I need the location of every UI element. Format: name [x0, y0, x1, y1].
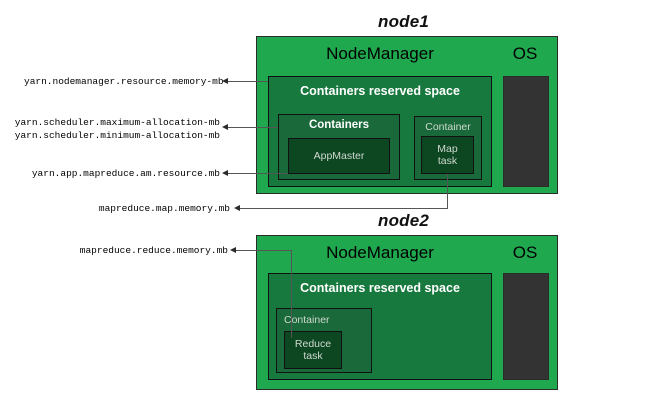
leader-line-map-memory-mb-horizontal: [240, 208, 448, 209]
node2-reserved-space-label: Containers reserved space: [300, 281, 460, 295]
label-am-resource-mb: yarn.app.mapreduce.am.resource.mb: [31, 168, 220, 179]
node1-os-box: [503, 76, 549, 187]
node2-reduce-task-box: [284, 331, 342, 369]
node2-reduce-task-label: Reduce task: [284, 338, 342, 362]
node2-nodemanager-label: NodeManager: [326, 243, 434, 262]
leader-line-reduce-memory-mb-horizontal: [236, 250, 292, 251]
node2-container-label: Container: [284, 314, 330, 326]
node1-container-label: Container: [425, 121, 471, 133]
node1-appmaster-label: AppMaster: [313, 150, 365, 162]
leader-line-reduce-memory-mb-vertical: [291, 250, 292, 338]
node1-containers-label: Containers: [308, 119, 370, 131]
leader-line-am-resource-mb: [228, 173, 288, 174]
arrow-reduce-memory-mb: [230, 246, 236, 253]
label-scheduler-minimum-allocation-mb: yarn.scheduler.minimum-allocation-mb: [14, 130, 220, 141]
map-task-line2: task: [437, 155, 458, 167]
arrow-nodemanager-resource-memory-mb: [222, 77, 228, 84]
reduce-task-line1: Reduce: [294, 338, 332, 350]
arrow-am-resource-mb: [222, 169, 228, 176]
node1-os-label: OS: [512, 44, 538, 63]
node1-nodemanager-label: NodeManager: [326, 44, 434, 63]
node2-os-box: [503, 273, 549, 380]
label-nodemanager-resource-memory-mb: yarn.nodemanager.resource.memory-mb: [24, 76, 224, 87]
map-task-line1: Map: [437, 143, 458, 155]
node1-appmaster-box: [288, 138, 390, 174]
reduce-task-line2: task: [303, 350, 323, 362]
node1-map-task-box: [421, 136, 474, 174]
arrow-scheduler-allocation-mb: [222, 123, 228, 130]
node2-title: node2: [378, 211, 430, 230]
node1-reserved-space-label: Containers reserved space: [300, 84, 460, 98]
label-reduce-memory-mb: mapreduce.reduce.memory.mb: [79, 245, 228, 256]
leader-line-nodemanager-resource-memory-mb: [228, 81, 268, 82]
arrow-map-memory-mb: [234, 204, 240, 211]
label-scheduler-maximum-allocation-mb: yarn.scheduler.maximum-allocation-mb: [14, 117, 220, 128]
node1-title: node1: [378, 12, 430, 31]
label-map-memory-mb: mapreduce.map.memory.mb: [98, 203, 230, 214]
node2-os-label: OS: [512, 243, 538, 262]
node1-map-task-label: Map task: [421, 143, 474, 167]
leader-line-scheduler-allocation-mb: [228, 127, 278, 128]
leader-line-map-memory-mb-vertical: [447, 174, 448, 209]
